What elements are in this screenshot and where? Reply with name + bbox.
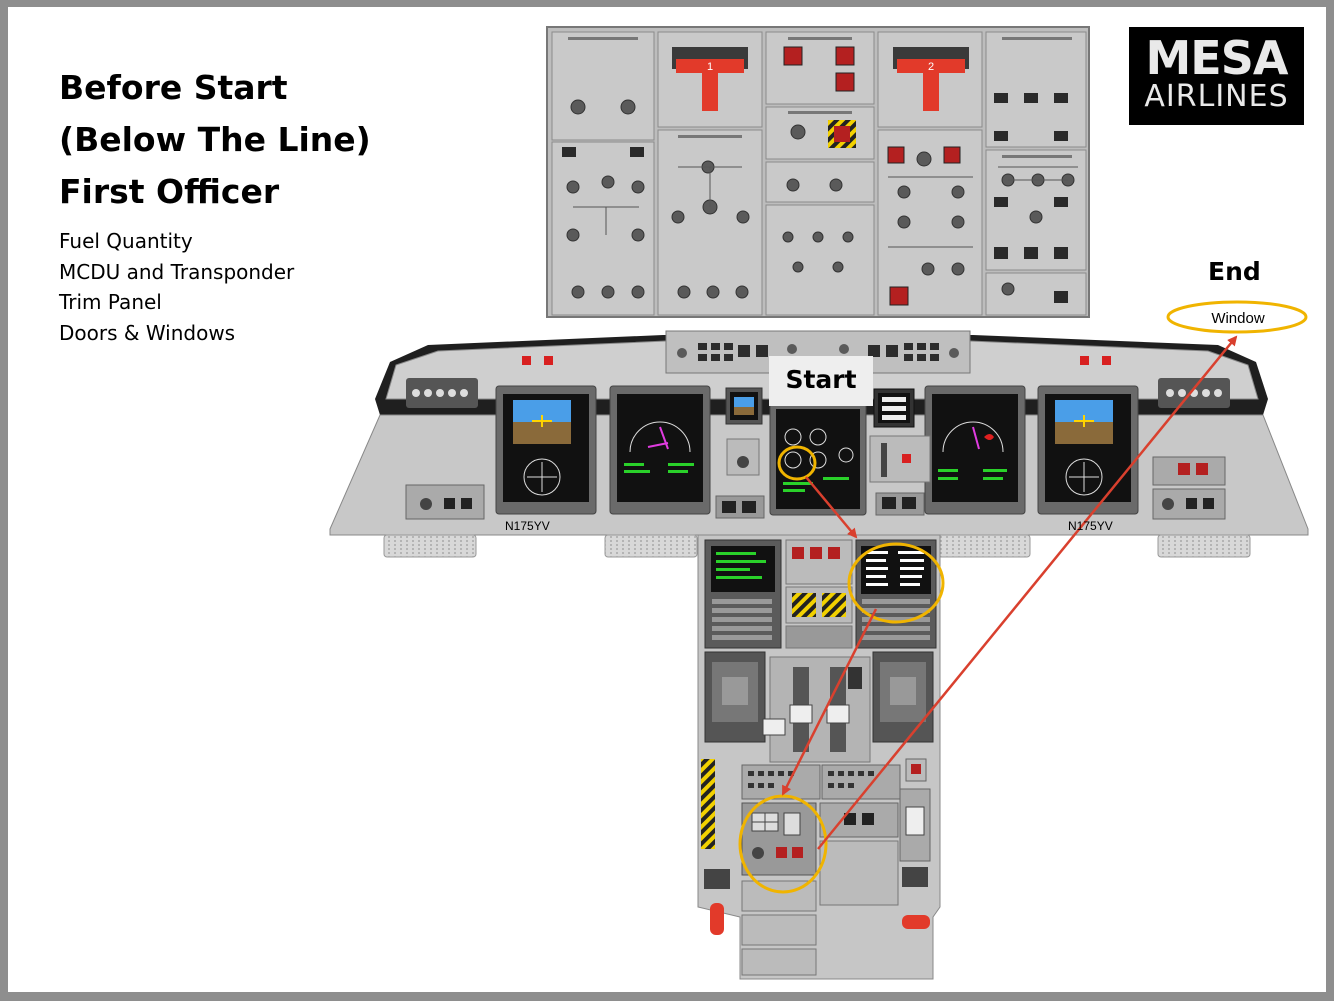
fire-handle-1-label: 1 bbox=[707, 61, 713, 73]
mesa-airlines-logo: MESA AIRLINES bbox=[1129, 27, 1304, 125]
slide: Before Start (Below The Line) First Offi… bbox=[8, 7, 1326, 992]
arrow-mcdu-to-trim bbox=[781, 608, 878, 796]
title-line-2: (Below The Line) bbox=[59, 120, 371, 159]
end-label: End bbox=[1208, 257, 1261, 286]
title-line-1: Before Start bbox=[59, 68, 288, 107]
title-line-3: First Officer bbox=[59, 172, 280, 211]
tail-number-left: N175YV bbox=[505, 519, 550, 533]
start-label: Start bbox=[769, 356, 873, 406]
cockpit-diagram: 1 2 bbox=[329, 26, 1309, 980]
checklist-items: Fuel Quantity MCDU and Transponder Trim … bbox=[59, 226, 294, 348]
highlight-rings bbox=[738, 300, 1308, 894]
window-highlight-ring bbox=[1166, 300, 1308, 334]
overhead-panel: 1 2 bbox=[546, 26, 1090, 318]
main-instrument-panel bbox=[329, 385, 1309, 558]
item-mcdu-transponder: MCDU and Transponder bbox=[59, 259, 295, 284]
arrow-trim-to-window bbox=[817, 335, 1238, 850]
item-trim-panel: Trim Panel bbox=[59, 290, 162, 314]
logo-line-2: AIRLINES bbox=[1144, 79, 1289, 114]
logo-line-1: MESA bbox=[1145, 31, 1289, 85]
tail-number-right: N175YV bbox=[1068, 519, 1113, 533]
window-label: Window bbox=[1211, 310, 1265, 327]
arrow-fuel-to-mcdu bbox=[805, 476, 858, 539]
center-pedestal bbox=[697, 534, 941, 980]
flow-arrows bbox=[781, 335, 1238, 850]
fire-handle-2-label: 2 bbox=[928, 61, 934, 73]
trim-highlight-ring bbox=[738, 794, 828, 894]
start-highlight-ring bbox=[777, 445, 817, 481]
item-fuel-quantity: Fuel Quantity bbox=[59, 229, 193, 253]
item-doors-windows: Doors & Windows bbox=[59, 320, 236, 345]
mcdu-highlight-ring bbox=[847, 542, 945, 624]
slide-title: Before Start (Below The Line) First Offi… bbox=[59, 62, 371, 218]
